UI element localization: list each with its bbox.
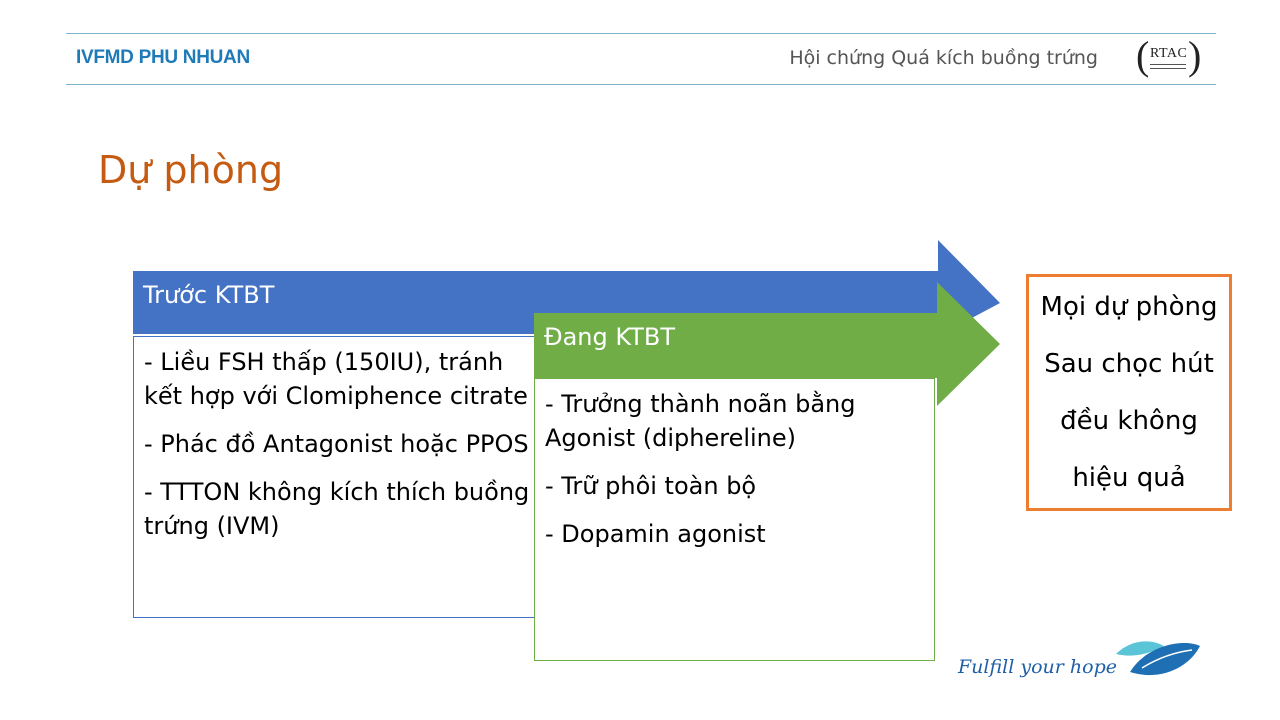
during-item-1: - Trưởng thành noãn bằng Agonist (dipher… — [545, 390, 856, 452]
during-stage-arrow — [534, 282, 1000, 406]
page-title: Dự phòng — [98, 148, 284, 192]
before-item-3: - TTTON không kích thích buồng trứng (IV… — [144, 478, 530, 540]
before-stage-box: - Liều FSH thấp (150IU), tránh kết hợp v… — [133, 336, 543, 618]
org-name: IVFMD PHU NHUAN — [76, 47, 250, 68]
before-stage-label: Trước KTBT — [143, 281, 275, 309]
during-stage-label: Đang KTBT — [544, 323, 676, 351]
rtac-logo: ( RTAC ) — [1136, 33, 1202, 78]
before-item-2: - Phác đồ Antagonist hoặc PPOS — [144, 430, 529, 458]
footer-tagline: Fulfill your hope — [958, 656, 1117, 678]
before-item-1: - Liều FSH thấp (150IU), tránh kết hợp v… — [144, 348, 528, 410]
during-item-2: - Trữ phôi toàn bộ — [545, 472, 757, 500]
after-stage-box: Mọi dự phòng Sau chọc hút đều không hiệu… — [1026, 274, 1232, 511]
header-title: Hội chứng Quá kích buồng trứng — [789, 47, 1098, 69]
after-line-2: Sau chọc hút — [1044, 348, 1214, 379]
header-top-rule — [66, 33, 1216, 34]
before-stage-arrow — [133, 240, 1000, 336]
after-line-3: đều không — [1060, 405, 1198, 436]
during-stage-box: - Trưởng thành noãn bằng Agonist (dipher… — [534, 378, 935, 661]
header-bottom-rule — [66, 84, 1216, 85]
after-line-4: hiệu quả — [1072, 462, 1186, 493]
after-line-1: Mọi dự phòng — [1040, 291, 1218, 322]
leaf-logo-icon — [1116, 641, 1200, 676]
rtac-logo-text: RTAC — [1150, 46, 1188, 61]
during-item-3: - Dopamin agonist — [545, 520, 766, 548]
